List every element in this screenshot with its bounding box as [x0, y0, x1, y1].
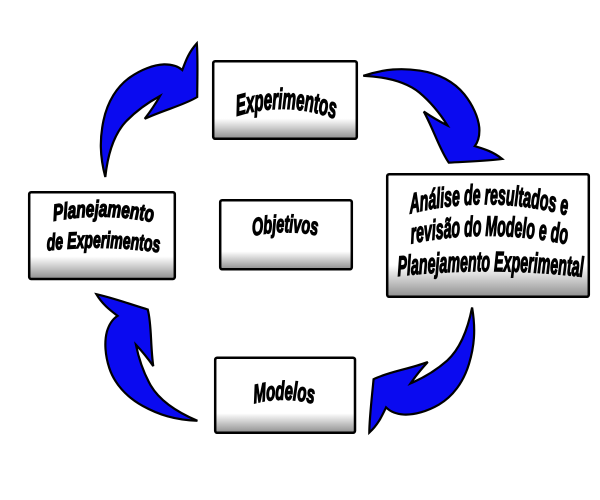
svg-text:de Experimentos: de Experimentos — [46, 228, 161, 258]
svg-text:Objetivos: Objetivos — [251, 211, 319, 242]
svg-text:Planejamento Experimental: Planejamento Experimental — [397, 246, 585, 283]
svg-text:Modelos: Modelos — [252, 377, 316, 409]
